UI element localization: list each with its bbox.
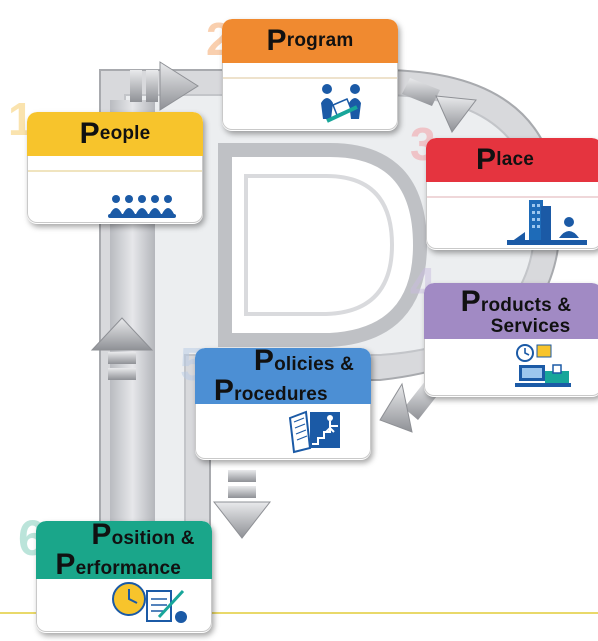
people-title-rest: eople bbox=[99, 123, 151, 144]
policies-title-rest2: rocedures bbox=[234, 384, 328, 405]
arrow-policies-to-position bbox=[212, 470, 272, 539]
group-meeting-icon bbox=[108, 195, 176, 218]
policies-title-rest1: olicies & bbox=[274, 354, 355, 375]
products-title-rest2: Services bbox=[490, 315, 571, 337]
customer-service-desk-icon bbox=[515, 344, 571, 387]
position-title-rest1: osition & bbox=[111, 528, 195, 549]
products-title-rest1: roducts & bbox=[480, 294, 572, 316]
position-title-cap1: P bbox=[91, 521, 112, 551]
program-title-cap: P bbox=[266, 24, 287, 57]
position-title-cap2: P bbox=[55, 548, 76, 581]
bottom-rule bbox=[0, 612, 598, 614]
policies-title-cap1: P bbox=[253, 348, 275, 377]
products-title-cap: P bbox=[460, 284, 481, 318]
people-title-cap: P bbox=[79, 117, 100, 150]
office-building-icon bbox=[507, 200, 587, 245]
puzzle-people-icon bbox=[321, 84, 361, 123]
manual-stairs-icon bbox=[288, 410, 340, 454]
policies-title-cap2: P bbox=[213, 374, 235, 407]
arrow-position-to-people bbox=[90, 317, 154, 380]
arrow-people-to-program bbox=[130, 61, 199, 111]
arrow-program-to-place bbox=[402, 78, 477, 133]
place-title-rest: lace bbox=[496, 149, 534, 170]
clock-checklist-icon bbox=[112, 582, 187, 623]
program-title-rest: rogram bbox=[286, 30, 354, 51]
place-title-cap: P bbox=[476, 143, 497, 176]
position-title-rest2: erformance bbox=[75, 558, 182, 579]
